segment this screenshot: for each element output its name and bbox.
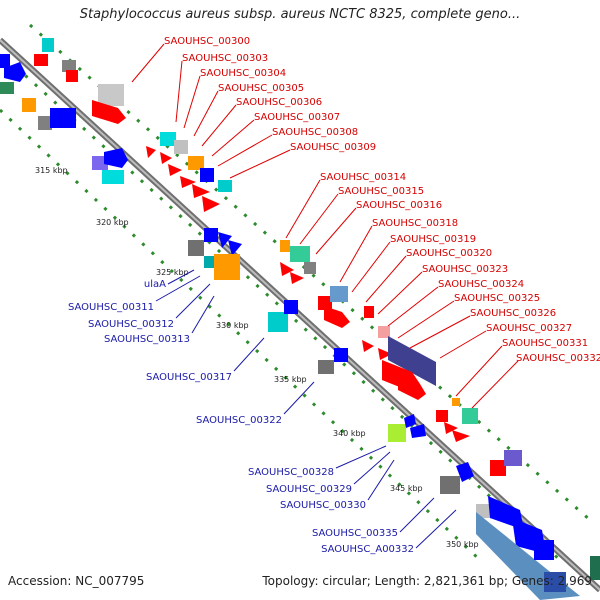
tick-label: 345 kbp [390,484,423,493]
forward-gene-label: SAOUHSC_00304 [200,68,286,79]
ticks: 315 kbp 320 kbp 325 kbp 330 kbp 335 kbp … [35,166,479,549]
forward-gene-label: SAOUHSC_00306 [236,97,322,108]
reverse-gene-label: SAOUHSC_00312 [88,319,174,330]
map-title: Staphylococcus aureus subsp. aureus NCTC… [79,7,521,22]
topology-text: Topology: circular; Length: 2,821,361 bp… [262,574,592,588]
forward-gene-label: SAOUHSC_00325 [454,293,540,304]
forward-gene-label: SAOUHSC_00300 [164,36,250,47]
forward-gene-label: SAOUHSC_00314 [320,172,406,183]
forward-gene-label: SAOUHSC_00307 [254,112,340,123]
tick-label: 340 kbp [333,429,366,438]
tick-label: 335 kbp [274,375,307,384]
forward-gene-label: SAOUHSC_00331 [502,338,588,349]
reverse-gene-labels: ulaA SAOUHSC_00311 SAOUHSC_00312 SAOUHSC… [68,269,457,555]
forward-gene-label: SAOUHSC_00326 [470,308,556,319]
map-edge-marker [544,556,600,592]
forward-gene-label: SAOUHSC_00332 [516,353,600,364]
forward-gene-label: SAOUHSC_00319 [390,234,476,245]
reverse-gene-label: SAOUHSC_00330 [280,500,366,511]
track-guides [0,23,591,562]
accession-text: Accession: NC_007795 [8,574,145,588]
reverse-gene-label: SAOUHSC_00322 [196,415,282,426]
forward-gene-label: SAOUHSC_00324 [438,279,524,290]
forward-gene-label: SAOUHSC_00316 [356,200,442,211]
tick-label: 320 kbp [96,218,129,227]
reverse-gene-label: ulaA [144,279,166,290]
reverse-gene-label: SAOUHSC_A00332 [321,544,414,555]
forward-gene-label: SAOUHSC_00303 [182,53,268,64]
tick-label: 330 kbp [216,321,249,330]
tick-label: 315 kbp [35,166,68,175]
forward-gene-labels: SAOUHSC_00300 SAOUHSC_00303 SAOUHSC_0030… [131,36,600,409]
reverse-gene-label: SAOUHSC_00311 [68,302,154,313]
reverse-gene-label: SAOUHSC_00329 [266,484,352,495]
forward-gene-label: SAOUHSC_00309 [290,142,376,153]
forward-gene-label: SAOUHSC_00323 [422,264,508,275]
forward-gene-label: SAOUHSC_00320 [406,248,492,259]
forward-gene-label: SAOUHSC_00327 [486,323,572,334]
reverse-gene-label: SAOUHSC_00317 [146,372,232,383]
forward-gene-label: SAOUHSC_00308 [272,127,358,138]
reverse-gene-label: SAOUHSC_00313 [104,334,190,345]
reverse-gene-label: SAOUHSC_00328 [248,467,334,478]
tick-label: 350 kbp [446,540,479,549]
tick-label: 325 kbp [156,268,189,277]
genome-backbone [0,37,600,593]
forward-gene-label: SAOUHSC_00305 [218,83,304,94]
forward-gene-label: SAOUHSC_00315 [338,186,424,197]
forward-strand-features [34,38,522,476]
reverse-gene-label: SAOUHSC_00335 [312,528,398,539]
forward-gene-label: SAOUHSC_00318 [372,218,458,229]
